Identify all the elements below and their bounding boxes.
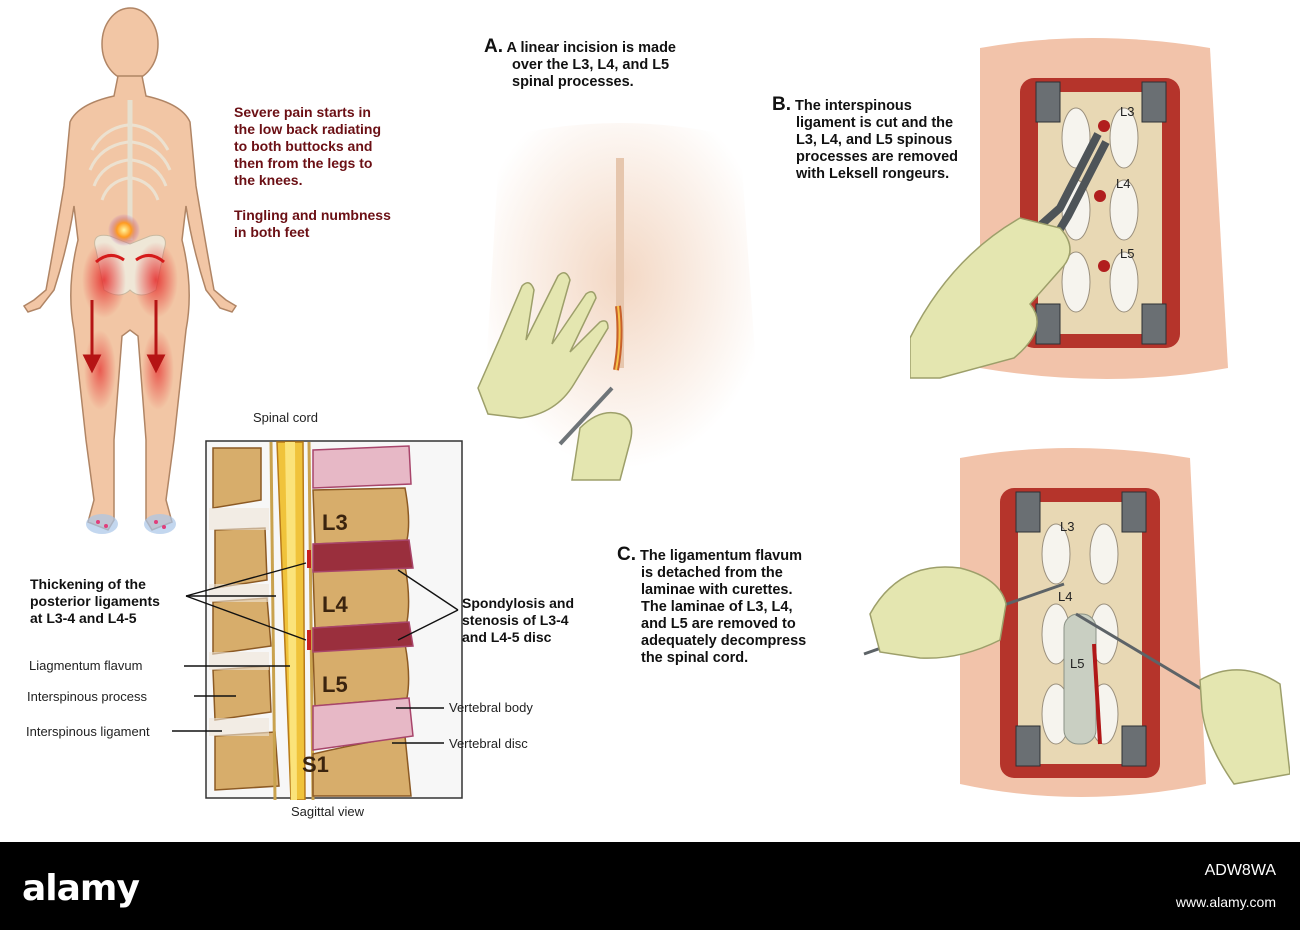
step-b-surgical-field xyxy=(910,38,1228,379)
gloved-left-hand xyxy=(477,272,609,419)
step-c-vertebra-label-l4: L4 xyxy=(1058,589,1073,604)
step-b-vertebra-label-l3: L3 xyxy=(1120,104,1135,119)
vertebral-body-label: Vertebral body xyxy=(449,700,533,715)
step-b-vertebra-label-l5: L5 xyxy=(1120,246,1135,261)
step-a-letter: A. xyxy=(484,36,503,57)
sagittal-view-diagram xyxy=(205,440,463,800)
figure-torso xyxy=(22,75,238,531)
step-b-vertebra-label-l4: L4 xyxy=(1116,176,1131,191)
symptom-tingling-text: Tingling and numbness in both feet xyxy=(234,207,391,240)
step-a-caption: A. A linear incision is made over the L3… xyxy=(484,36,676,90)
interspinous-process-label: Interspinous process xyxy=(27,689,147,704)
symptom-pain-text: Severe pain starts in the low back radia… xyxy=(234,104,382,188)
label-leader-lines xyxy=(172,562,459,744)
gloved-right-hand xyxy=(571,411,633,481)
step-c-surgical-field xyxy=(863,448,1290,797)
footer-bar: alamy ADW8WA www.alamy.com xyxy=(0,842,1300,930)
step-c-caption: C. The ligamentum flavum is detached fro… xyxy=(617,544,807,666)
vertebral-disc-label: Vertebral disc xyxy=(449,736,528,751)
interspinous-ligament-label: Interspinous ligament xyxy=(26,724,150,739)
vertebra-label-l5: L5 xyxy=(322,672,348,697)
spondylosis-stenosis-label: Spondylosis and stenosis of L3-4 and L4-… xyxy=(462,595,575,645)
thickening-posterior-ligaments-label: Thickening of the posterior ligaments at… xyxy=(30,576,160,626)
pain-arrows xyxy=(82,300,166,374)
lumbar-pain-spark xyxy=(108,214,140,246)
step-c-vertebra-label-l3: L3 xyxy=(1060,519,1075,534)
vertebra-label-l3: L3 xyxy=(322,510,348,535)
step-c-vertebra-label-l5: L5 xyxy=(1070,656,1085,671)
spinal-cord-label: Spinal cord xyxy=(253,410,319,425)
scalpel xyxy=(558,386,614,446)
vertebra-label-s1: S1 xyxy=(302,752,329,777)
figure-ribs xyxy=(88,123,172,201)
step-b-gloved-hand xyxy=(910,217,1071,379)
sagittal-view-caption: Sagittal view xyxy=(291,804,364,819)
vertebra-label-l4: L4 xyxy=(322,592,348,617)
step-a-incision-illustration xyxy=(477,123,757,481)
step-b-caption: B. The interspinous ligament is cut and … xyxy=(772,94,959,182)
alamy-logo: alamy xyxy=(22,868,140,909)
image-code: ADW8WA xyxy=(1204,862,1276,879)
step-c-right-gloved-hand xyxy=(1199,669,1290,785)
patient-back-figure xyxy=(22,7,238,534)
ligamentum-flavum-label: Liagmentum flavum xyxy=(29,658,143,673)
step-c-left-gloved-hand xyxy=(869,566,1007,659)
step-c-letter: C. xyxy=(617,544,636,565)
alamy-url[interactable]: www.alamy.com xyxy=(1175,894,1276,910)
step-b-letter: B. xyxy=(772,94,791,115)
